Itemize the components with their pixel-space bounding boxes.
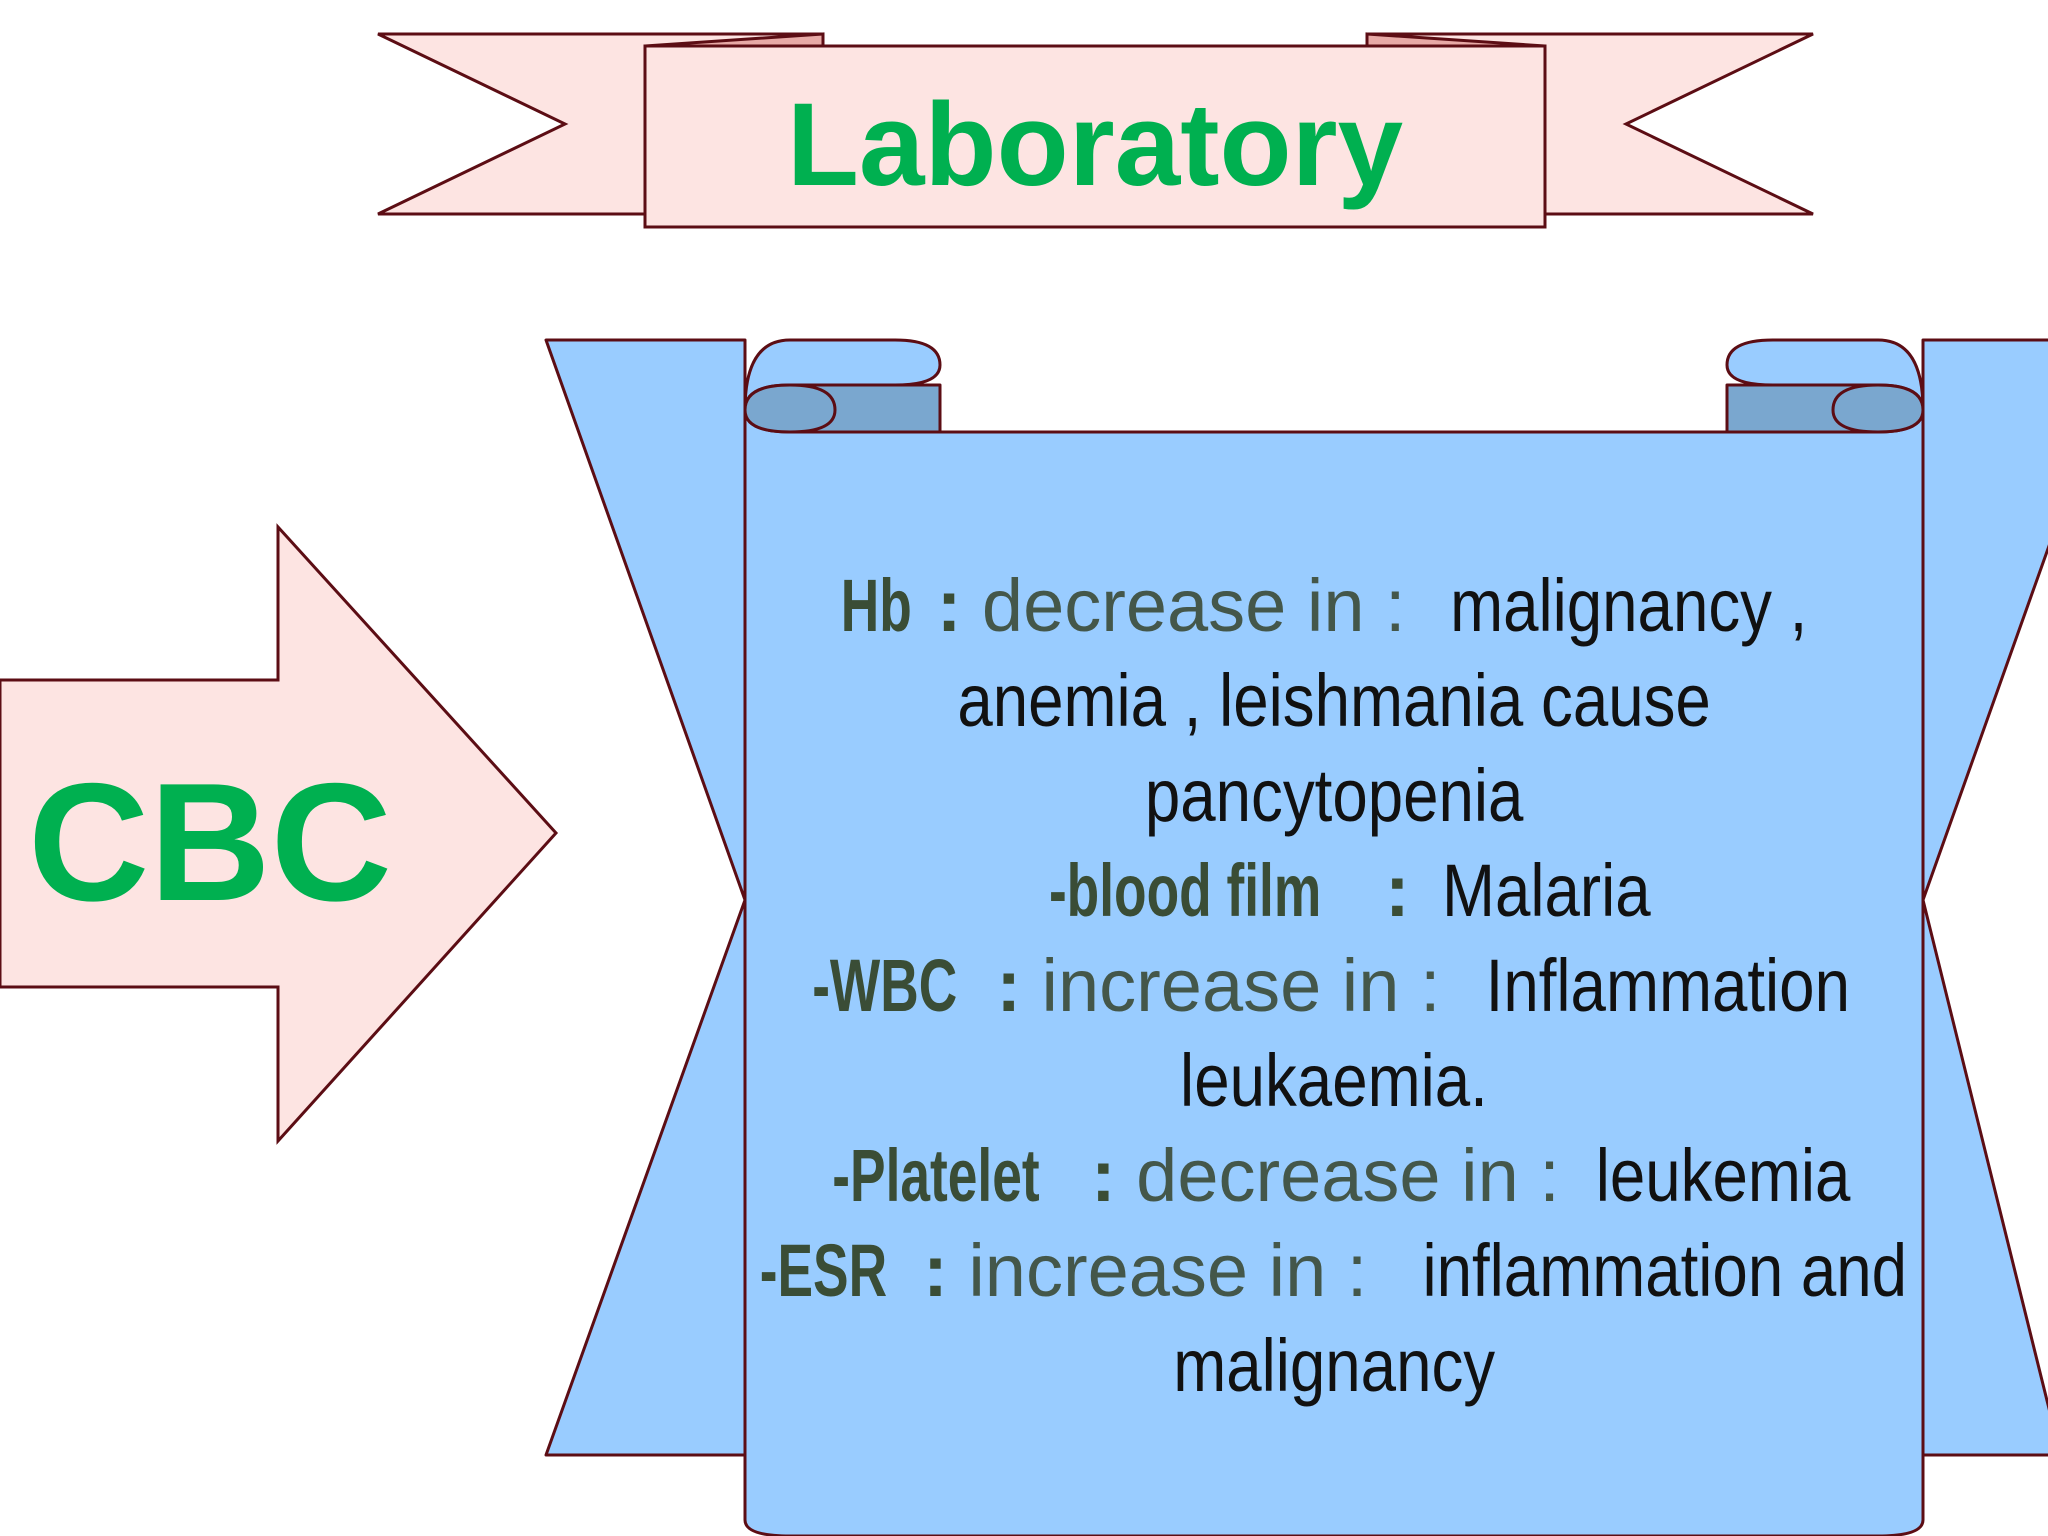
arrow-label: CBC: [28, 748, 392, 936]
scroll-line: leukaemia.: [745, 1033, 1923, 1128]
line-value: malignancy ,: [1450, 564, 1808, 647]
ribbon-center: [643, 44, 1547, 229]
block-arrow: [0, 523, 559, 1145]
scroll-line: -blood film : Malaria: [745, 843, 1923, 938]
line-value: malignancy: [1173, 1324, 1495, 1407]
scroll-line: -ESR : increase in : inflammation and: [745, 1223, 1923, 1318]
scroll-line: -WBC : increase in : Inflammation: [745, 938, 1923, 1033]
scroll-line: Hb : decrease in : malignancy ,: [745, 558, 1923, 653]
banner-title: Laboratory: [786, 79, 1404, 211]
scroll-ribbon: [544, 338, 2048, 1536]
line-value: Malaria: [1442, 849, 1651, 932]
line-value: inflammation and: [1422, 1229, 1907, 1312]
line-separator: :: [975, 944, 1042, 1027]
scroll-content: Hb : decrease in : malignancy , anemia ,…: [745, 558, 1923, 1413]
scroll-right-roll-top: [1831, 383, 1925, 434]
line-value: Inflammation: [1485, 944, 1850, 1027]
line-value: anemia , leishmania cause: [957, 659, 1711, 742]
line-key: -WBC: [812, 944, 958, 1027]
line-key: -ESR: [760, 1229, 888, 1312]
line-key: -Platelet: [832, 1134, 1040, 1217]
line-qualifier: increase in :: [968, 1229, 1388, 1312]
line-separator: :: [902, 1229, 969, 1312]
line-key: -blood film: [1048, 849, 1322, 932]
scroll-left-roll-top: [743, 383, 837, 434]
line-qualifier: decrease in :: [981, 564, 1427, 647]
ribbon-banner: [377, 32, 1814, 229]
scroll-line: pancytopenia: [745, 748, 1923, 843]
scroll-left-tail: [544, 338, 747, 1457]
line-separator: :: [1070, 1134, 1137, 1217]
line-value: leukaemia.: [1180, 1039, 1488, 1122]
line-separator: :: [1364, 849, 1431, 932]
line-value: leukemia: [1595, 1134, 1851, 1217]
line-qualifier: increase in :: [1041, 944, 1462, 1027]
line-separator: :: [916, 564, 982, 647]
scroll-line: malignancy: [745, 1318, 1923, 1413]
scroll-line: -Platelet : decrease in : leukemia: [745, 1128, 1923, 1223]
line-value: pancytopenia: [1144, 754, 1524, 837]
scroll-right-tail: [1921, 338, 2048, 1457]
scroll-line: anemia , leishmania cause: [745, 653, 1923, 748]
line-key: Hb: [840, 564, 912, 647]
line-qualifier: decrease in :: [1136, 1134, 1581, 1217]
